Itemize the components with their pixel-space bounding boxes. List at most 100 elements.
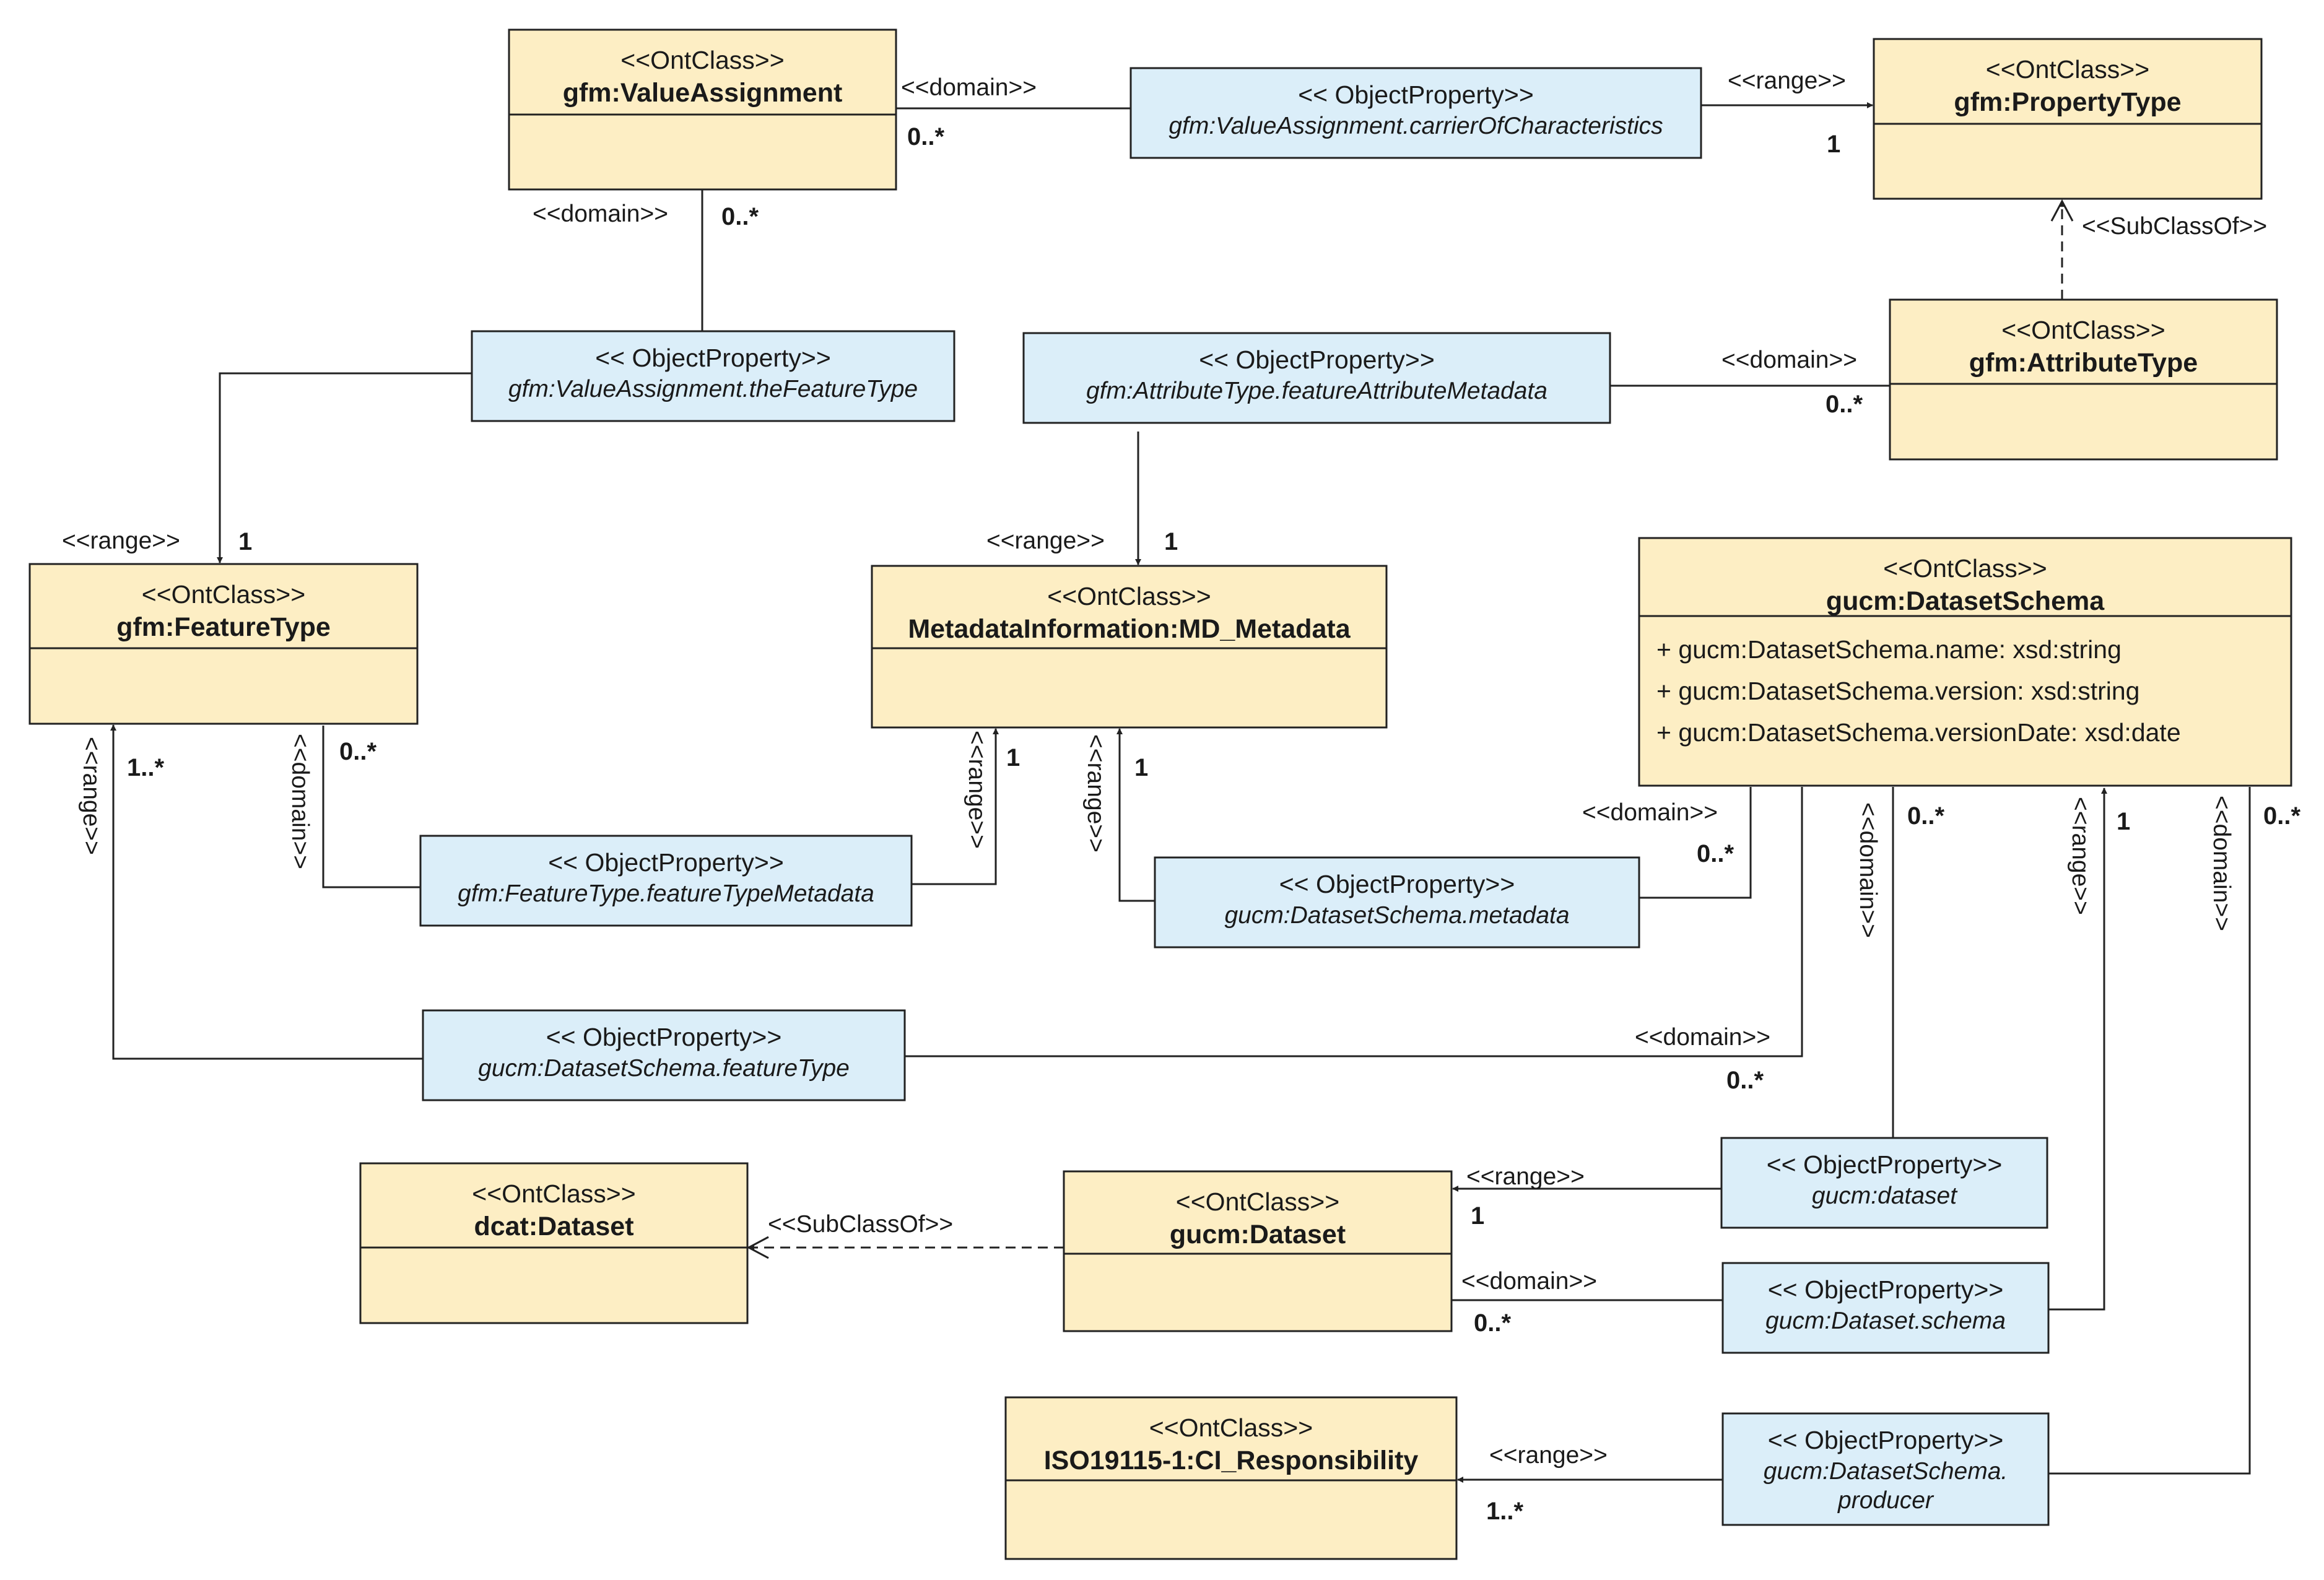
object-property-the-feature-type[interactable]: << ObjectProperty>>gfm:ValueAssignment.t… [471, 330, 955, 422]
multiplicity-label: 0..* [339, 738, 376, 765]
object-property-stereotype: << ObjectProperty>> [1768, 1275, 2004, 1304]
subclass-open-arrow-attribute-path [2050, 199, 2074, 222]
object-property-gucm-dataset-prop[interactable]: << ObjectProperty>>gucm:dataset [1720, 1137, 2048, 1229]
object-property-schema-feature-type[interactable]: << ObjectProperty>>gucm:DatasetSchema.fe… [422, 1009, 906, 1101]
class-box-frame [28, 563, 419, 725]
class-box-ci-responsibility[interactable]: <<OntClass>>ISO19115-1:CI_Responsibility [1004, 1396, 1458, 1560]
class-box-frame [508, 28, 897, 191]
multiplicity-label: 0..* [1726, 1067, 1764, 1094]
subclass-open-arrow-dcat [746, 1236, 769, 1259]
stereotype-label-subclass: <<SubClassOf>> [2082, 213, 2267, 240]
diagram-boxes: <<OntClass>>gfm:ValueAssignment<<OntClas… [28, 28, 2292, 1560]
object-property-frame [419, 835, 913, 927]
class-box-dataset-schema[interactable]: <<OntClass>>gucm:DatasetSchema+ gucm:Dat… [1638, 537, 2292, 787]
object-property-name: gucm:DatasetSchema. [1764, 1458, 2008, 1485]
class-box-property-type[interactable]: <<OntClass>>gfm:PropertyType [1873, 38, 2263, 200]
class-box-feature-type[interactable]: <<OntClass>>gfm:FeatureType [28, 563, 419, 725]
object-property-frame [1720, 1137, 2048, 1229]
schemaFeatureType-range-line-path [110, 724, 423, 1060]
class-attribute: + gucm:DatasetSchema.versionDate: xsd:da… [1656, 718, 2181, 747]
object-property-schema-metadata[interactable]: << ObjectProperty>>gucm:DatasetSchema.me… [1154, 856, 1640, 948]
class-stereotype: <<OntClass>> [620, 46, 784, 74]
multiplicity-label: 1..* [1486, 1498, 1523, 1525]
object-property-carrier-of-characteristics[interactable]: << ObjectProperty>> gfm:ValueAssignment.c… [1129, 67, 1702, 159]
stereotype-label-domain: <<domain>> [1855, 802, 1881, 938]
schemaFeatureType-range-line [110, 724, 423, 1060]
stereotype-label-range: <<range>> [2067, 797, 2094, 915]
multiplicity-label: 1 [1134, 754, 1148, 781]
multiplicity-label: 0..* [907, 123, 944, 150]
object-property-name: gfm:ValueAssignment.carrierOfCharacteris… [1169, 113, 1663, 139]
stereotype-label-range: <<range>> [1466, 1163, 1585, 1190]
class-box-frame [1638, 537, 2292, 787]
stereotype-label-range: <<range>> [964, 731, 990, 849]
class-box-dcat-dataset[interactable]: <<OntClass>> dcat:Dataset [359, 1162, 749, 1324]
object-property-feature-type-metadata[interactable]: << ObjectProperty>>gfm:FeatureType.featu… [419, 835, 913, 927]
class-box-frame [871, 565, 1388, 729]
object-property-frame [422, 1009, 906, 1101]
datasetSchema-range-line [2048, 788, 2107, 1311]
object-property-schema-producer[interactable]: << ObjectProperty>>gucm:DatasetSchema.pr… [1721, 1412, 2050, 1526]
class-box-attribute-type[interactable]: <<OntClass>> gfm:AttributeType [1889, 298, 2278, 461]
multiplicity-label: 1 [1827, 131, 1840, 158]
object-property-stereotype: << ObjectProperty>> [1298, 80, 1534, 109]
class-name: gfm:ValueAssignment [563, 78, 843, 108]
object-property-name: gucm:Dataset.schema [1765, 1308, 2006, 1334]
object-property-dataset-schema-prop[interactable]: << ObjectProperty>> gucm:Dataset.schema [1721, 1262, 2050, 1354]
object-property-name: gucm:DatasetSchema.featureType [478, 1055, 850, 1082]
object-property-frame [1129, 67, 1702, 159]
class-box-frame [1063, 1170, 1453, 1332]
stereotype-label-range: <<range>> [986, 527, 1105, 554]
object-property-name: gucm:dataset [1812, 1183, 1958, 1209]
schemaMetadata-range-line [1116, 728, 1155, 902]
multiplicity-label: 0..* [1907, 802, 1944, 830]
class-stereotype: <<OntClass>> [142, 580, 305, 609]
stereotype-label-domain: <<domain>> [287, 734, 313, 869]
featureTypeMetadata-range-line-path [912, 728, 999, 885]
class-stereotype: <<OntClass>> [472, 1179, 635, 1208]
class-box-frame [1004, 1396, 1458, 1560]
schemaMetadata-domain-line-path [1639, 787, 1752, 899]
class-name: gfm:AttributeType [1969, 348, 2198, 378]
multiplicity-label: 1 [1471, 1202, 1484, 1230]
object-property-name: gfm:ValueAssignment.theFeatureType [508, 376, 918, 402]
featureTypeMetadata-range-line [912, 728, 999, 885]
class-box-value-assignment[interactable]: <<OntClass>> gfm:ValueAssignment [508, 28, 897, 191]
multiplicity-label: 0..* [2263, 802, 2300, 830]
multiplicity-label: 0..* [1474, 1309, 1511, 1337]
subclass-open-arrow-attribute [2050, 199, 2074, 222]
object-property-name: producer [1837, 1487, 1934, 1514]
multiplicity-label: 0..* [1697, 840, 1734, 867]
object-property-stereotype: << ObjectProperty>> [1199, 345, 1435, 374]
object-property-frame [1022, 332, 1611, 424]
schemaFeatureType-domain-line-path [905, 787, 1803, 1057]
connector-labels: <<domain>> 0..* <<range>> 1 <<domain>> 0..* <<… [62, 67, 2300, 1525]
stereotype-label-subclass: <<SubClassOf>> [768, 1211, 953, 1238]
object-property-feature-attribute-metadata[interactable]: << ObjectProperty>>gfm:AttributeType.fea… [1022, 332, 1611, 424]
class-box-frame [359, 1162, 749, 1324]
schemaMetadata-domain-line [1639, 787, 1752, 899]
stereotype-label-domain: <<domain>> [2208, 796, 2235, 931]
class-name: dcat:Dataset [474, 1212, 633, 1241]
theFeatureType-range-line-path [217, 372, 472, 563]
multiplicity-label: 1..* [127, 754, 164, 781]
class-stereotype: <<OntClass>> [1149, 1413, 1313, 1442]
stereotype-label-domain: <<domain>> [533, 201, 668, 227]
class-box-md-metadata[interactable]: <<OntClass>>MetadataInformation:MD_Metad… [871, 565, 1388, 729]
object-property-frame [1721, 1412, 2050, 1526]
object-property-frame [1721, 1262, 2050, 1354]
class-stereotype: <<OntClass>> [1047, 582, 1211, 610]
class-box-gucm-dataset[interactable]: <<OntClass>>gucm:Dataset [1063, 1170, 1453, 1332]
class-stereotype: <<OntClass>> [1883, 554, 2047, 583]
stereotype-label-range: <<range>> [62, 527, 180, 554]
datasetSchema-range-line-path [2048, 788, 2107, 1311]
class-stereotype: <<OntClass>> [1986, 55, 2149, 84]
class-attribute: + gucm:DatasetSchema.name: xsd:string [1656, 635, 2122, 664]
multiplicity-label: 0..* [1826, 391, 1863, 418]
object-property-frame [1154, 856, 1640, 948]
object-property-name: gucm:DatasetSchema.metadata [1224, 902, 1569, 929]
class-stereotype: <<OntClass>> [2001, 316, 2165, 344]
stereotype-label-range: <<range>> [78, 737, 105, 855]
object-property-frame [471, 330, 955, 422]
